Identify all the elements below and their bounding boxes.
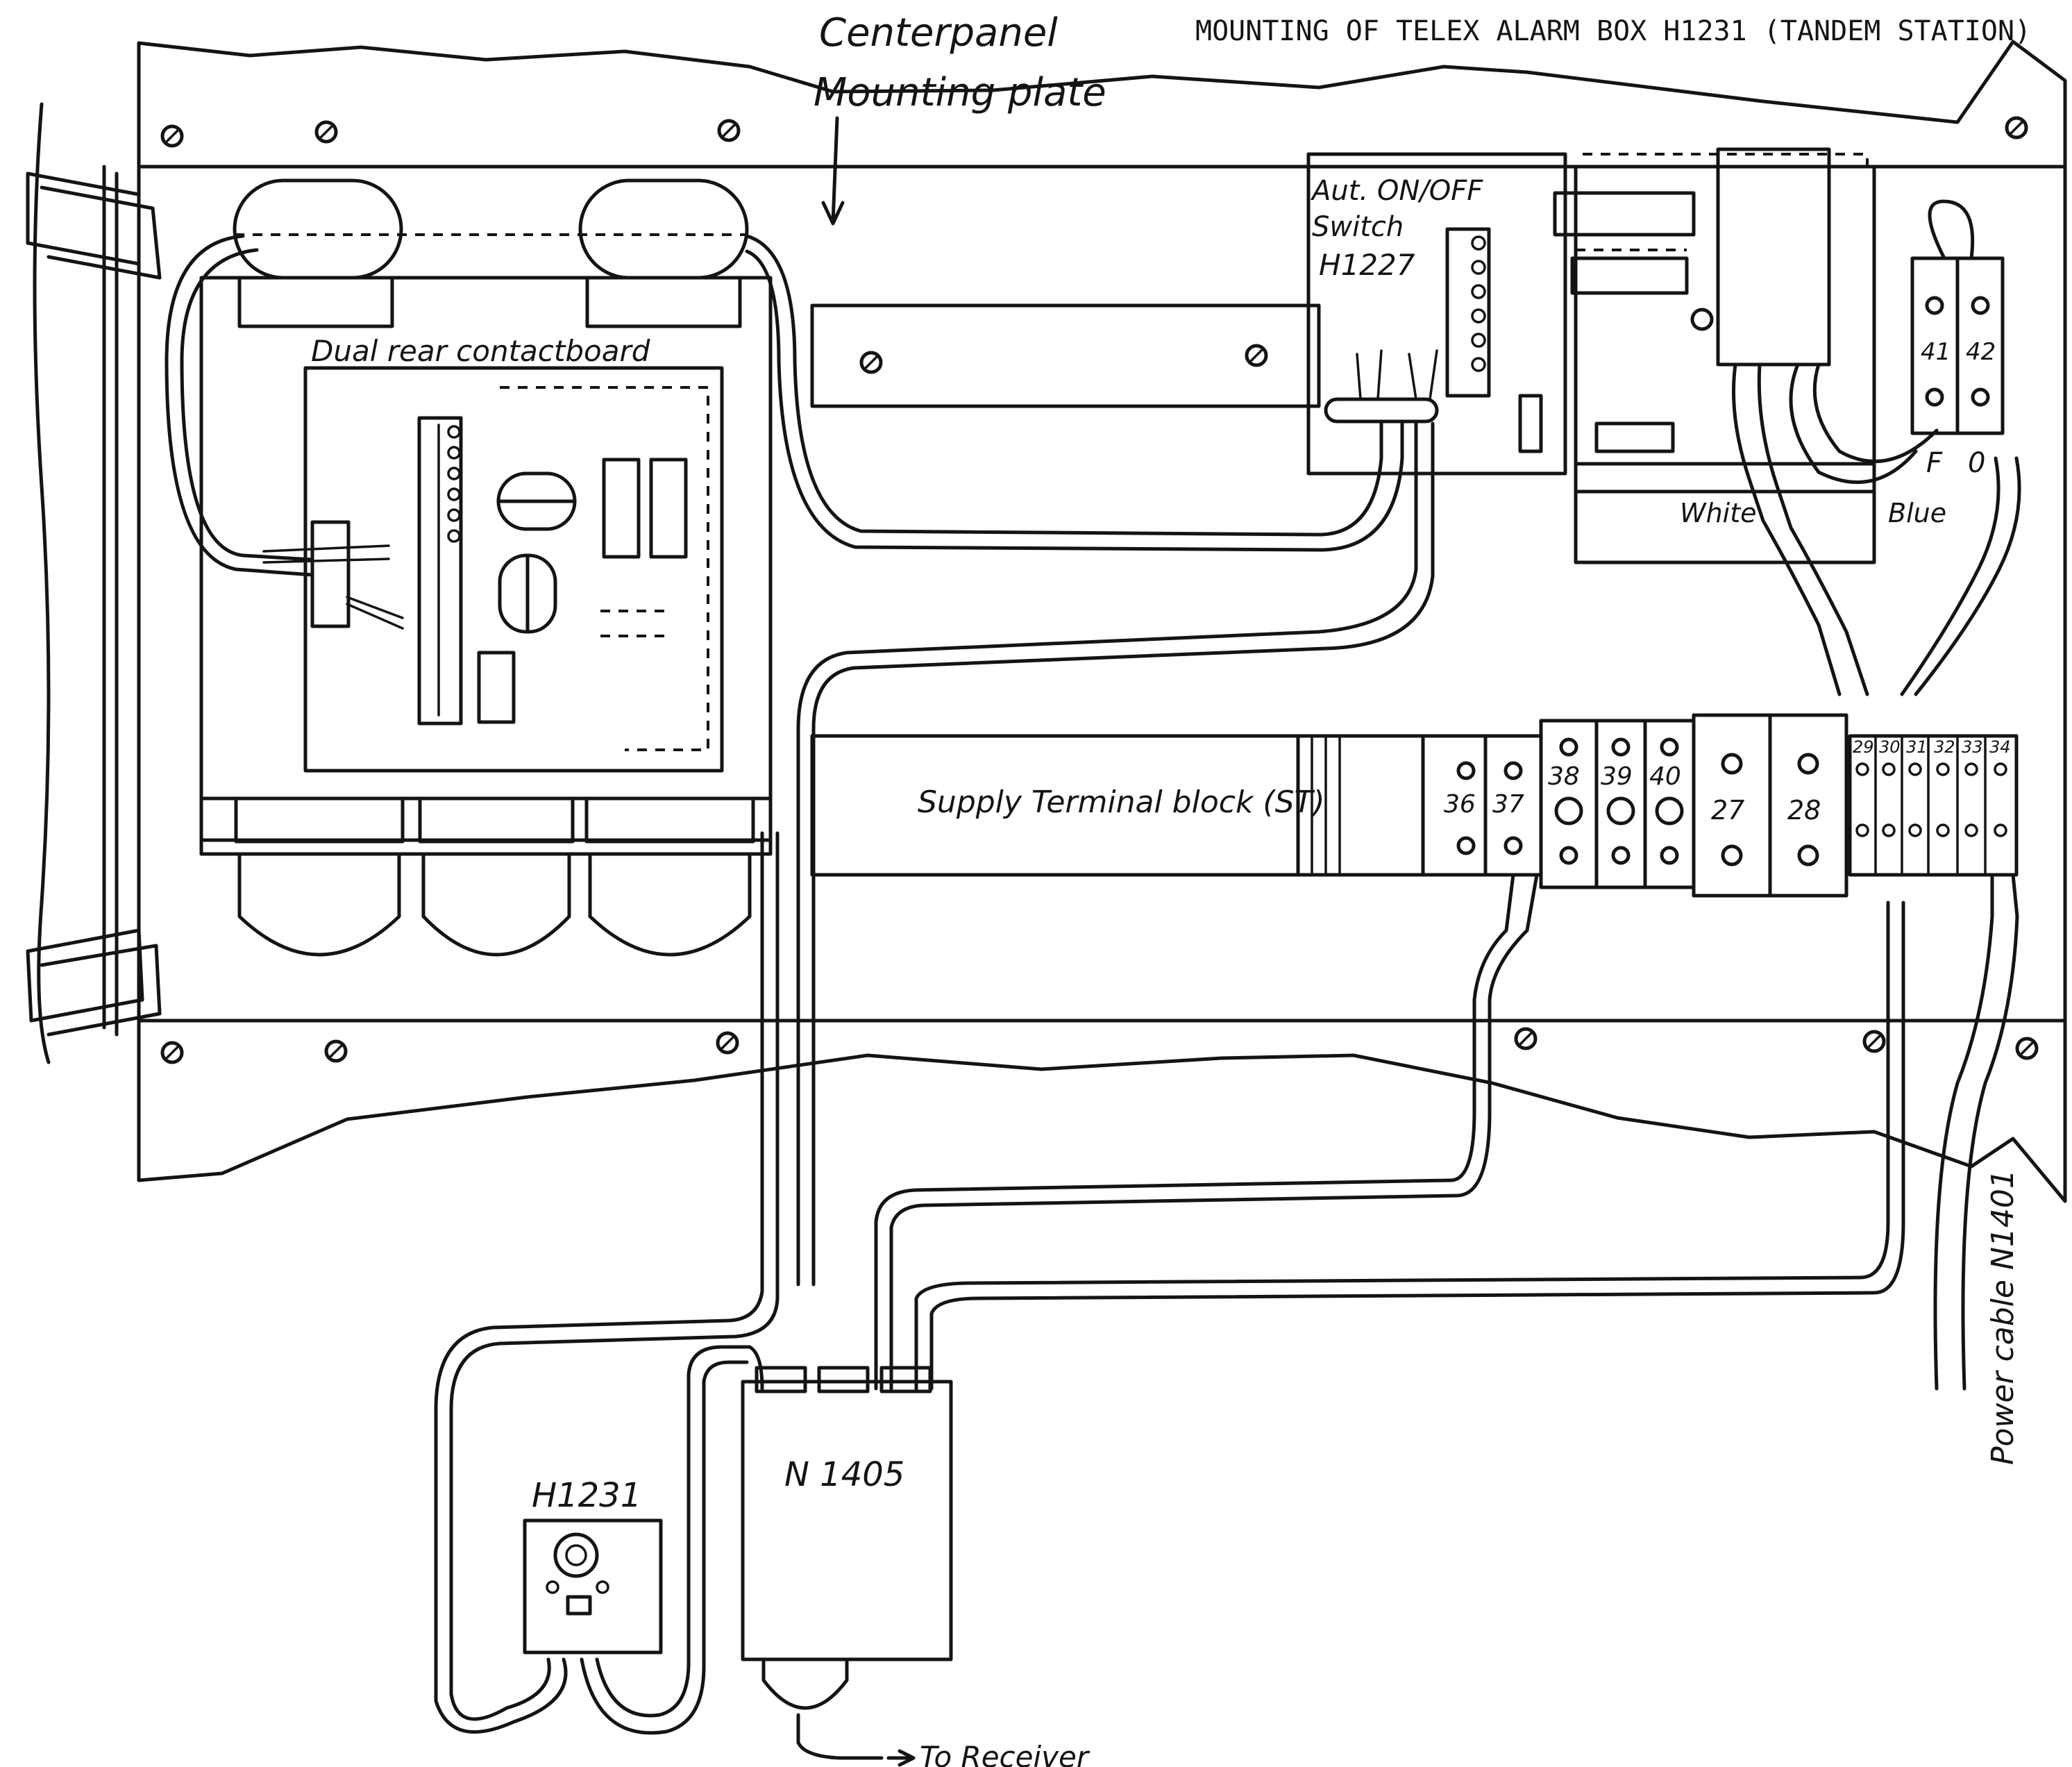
plate-screw: [314, 120, 338, 144]
terminal-40: 40: [1649, 762, 1681, 791]
plate-screw: [160, 1041, 184, 1064]
supply-terminal-block: [1296, 713, 2019, 898]
white-wire-label: White: [1680, 498, 1757, 528]
switch-h1227: [1306, 152, 1567, 476]
dual-contactboard: [199, 178, 773, 957]
mounting-plate-label: Mounting plate: [814, 70, 1106, 115]
power-cable-label: Power cable N1401: [1985, 1169, 2021, 1465]
plate-screw: [717, 119, 741, 142]
n1405-label: N 1405: [784, 1455, 904, 1494]
terminal-f-label: F: [1926, 447, 1943, 479]
plate-screw: [160, 124, 184, 148]
plate-screw: [1862, 1030, 1886, 1053]
rack-frame: [26, 102, 162, 1064]
mounting-plate: [137, 40, 2067, 1203]
terminal-34: 34: [1989, 737, 2011, 757]
n1405-box: [741, 1366, 953, 1767]
terminal-37: 37: [1492, 790, 1524, 819]
plate-screw: [2015, 1037, 2039, 1060]
rail-screw: [859, 351, 883, 374]
terminal-33: 33: [1962, 737, 1983, 757]
terminal-38: 38: [1548, 762, 1580, 791]
terminal-28: 28: [1787, 795, 1821, 826]
supply-block-label: Supply Terminal block (ST): [918, 785, 1325, 820]
centerpanel-label: Centerpanel: [819, 10, 1058, 56]
switch-label-2: Switch: [1312, 211, 1404, 243]
dual-board-label: Dual rear contactboard: [311, 334, 650, 368]
to-receiver-label: To Receiver: [920, 1740, 1090, 1767]
plate-screw: [324, 1039, 348, 1063]
plate-screw: [2005, 116, 2028, 140]
terminal-29: 29: [1853, 737, 1874, 757]
terminal-block-41-42: [1910, 256, 2005, 435]
mounting-rail: [810, 303, 1321, 408]
plate-screw: [1514, 1027, 1538, 1050]
h1231-alarm-box: [523, 1518, 663, 1655]
rail-screw: [1245, 344, 1268, 367]
diagram-title: MOUNTING OF TELEX ALARM BOX H1231 (TANDE…: [1195, 15, 2031, 47]
terminal-42: 42: [1966, 338, 1996, 366]
terminal-39: 39: [1601, 762, 1633, 791]
h1231-label: H1231: [532, 1476, 641, 1515]
switch-label-3: H1227: [1319, 248, 1415, 282]
terminal-30: 30: [1879, 737, 1901, 757]
blue-wire-label: Blue: [1888, 498, 1946, 528]
terminal-36: 36: [1444, 790, 1476, 819]
terminal-27: 27: [1711, 795, 1744, 826]
terminal-32: 32: [1934, 737, 1955, 757]
cables: [165, 199, 2021, 1735]
switch-label-1: Aut. ON/OFF: [1310, 175, 1483, 207]
relay-unit: [1553, 147, 1939, 696]
terminal-41: 41: [1921, 338, 1951, 366]
terminal-31: 31: [1906, 737, 1928, 757]
plate-screw: [716, 1031, 739, 1055]
terminal-0-label: 0: [1968, 447, 1985, 479]
